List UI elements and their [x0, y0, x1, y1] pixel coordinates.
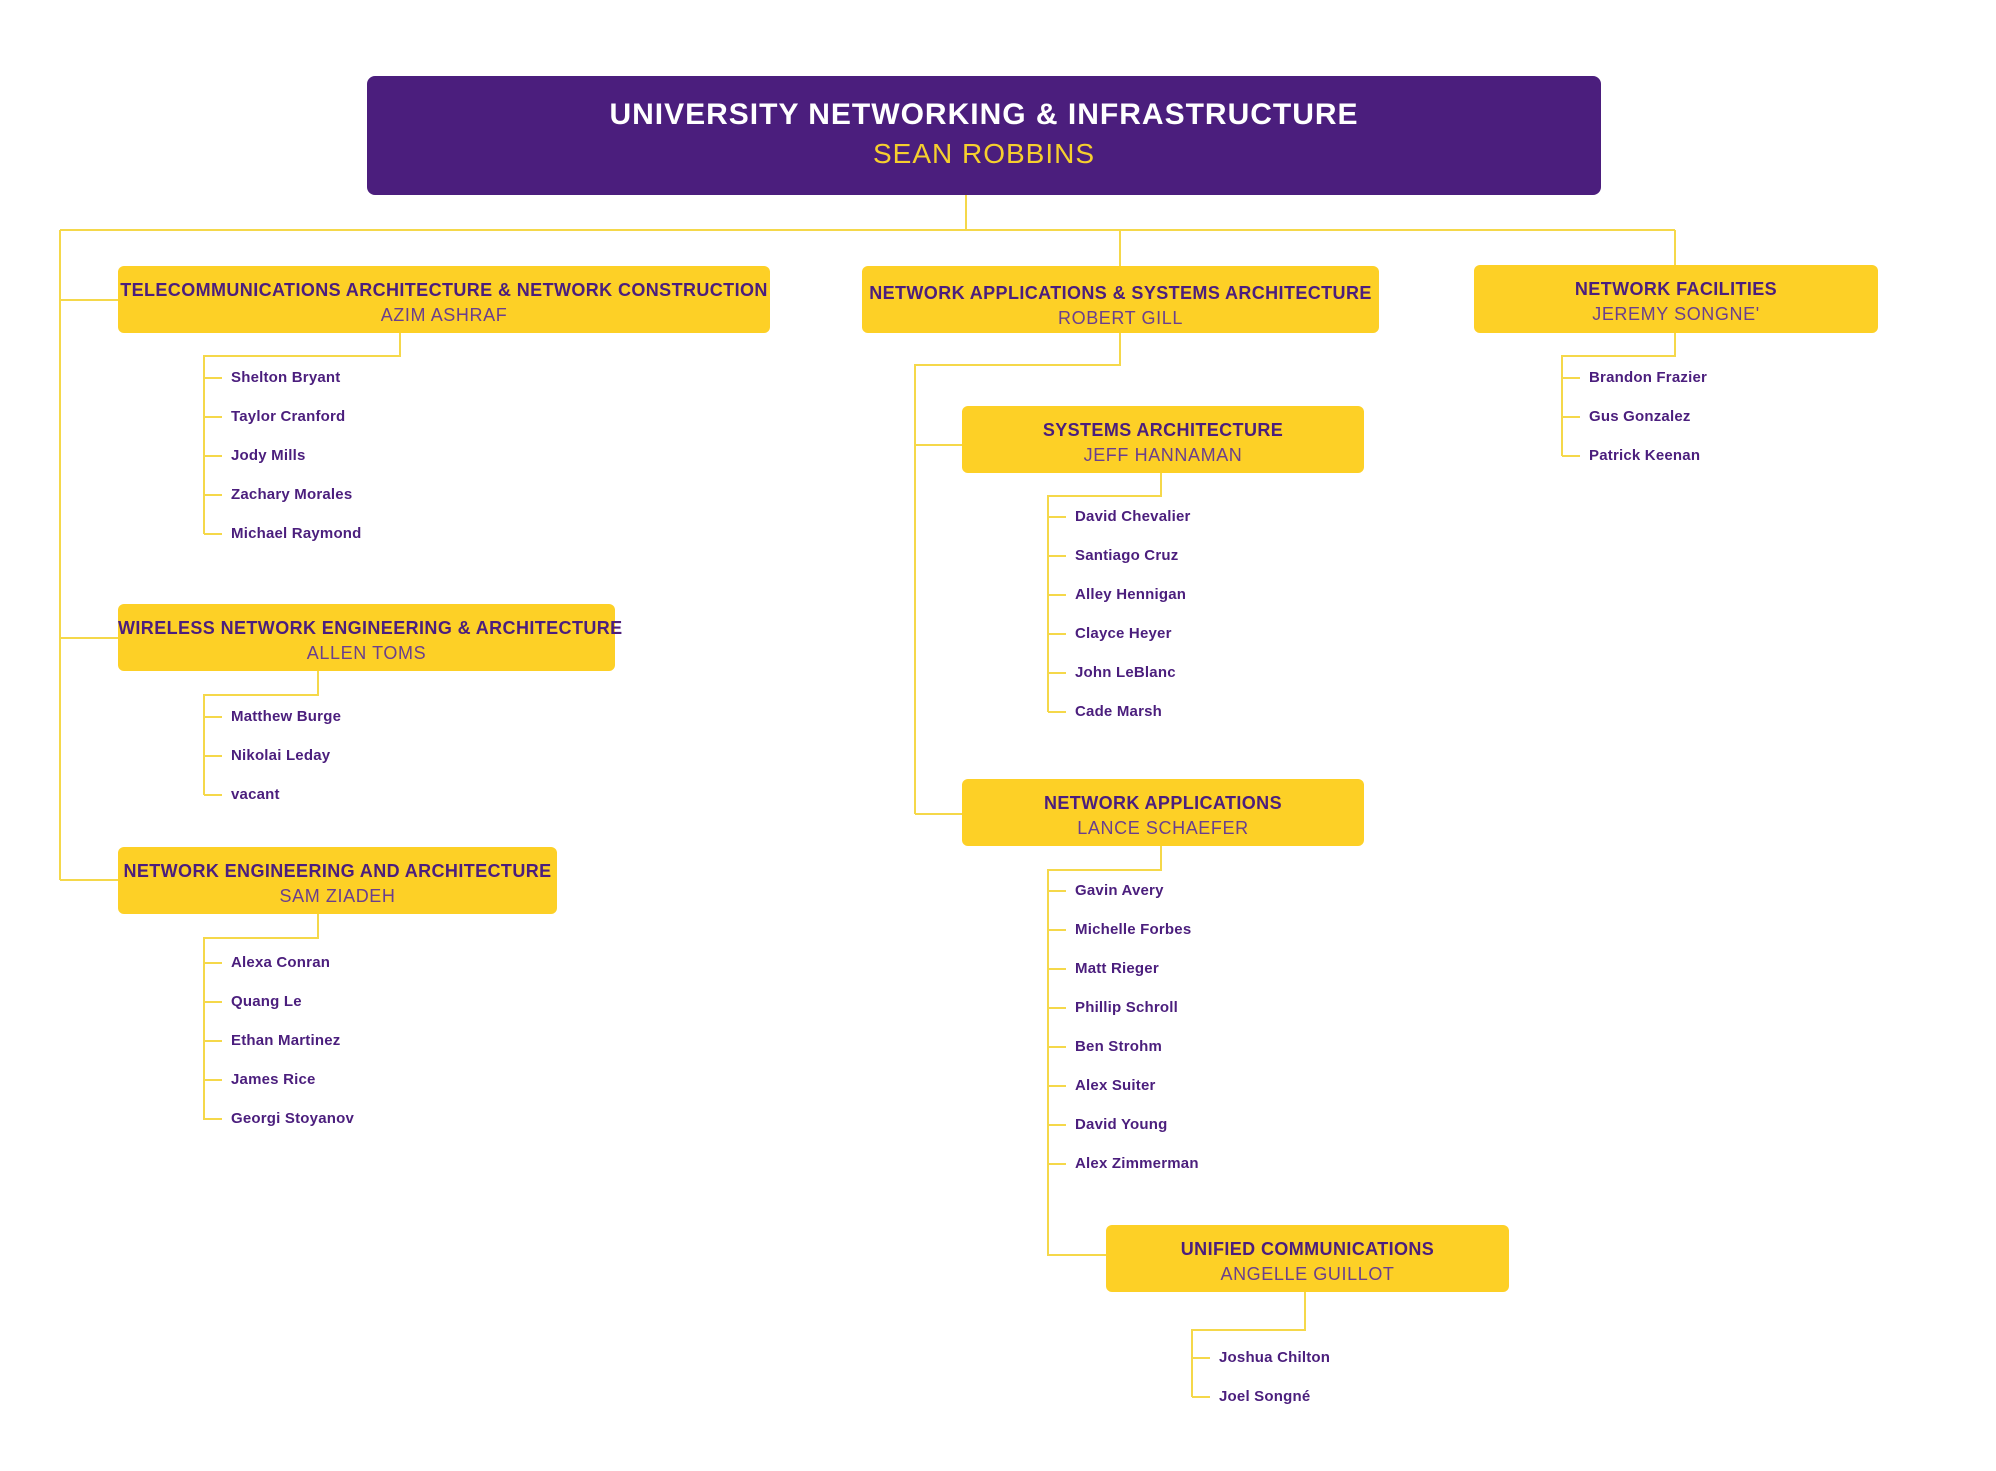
member-facilities-3: Patrick Keenan	[1589, 447, 1701, 464]
member-sysarch-6: Cade Marsh	[1075, 703, 1163, 720]
unit-telecom-title: TELECOMMUNICATIONS ARCHITECTURE & NETWOR…	[120, 280, 768, 300]
connector-telecom	[203, 333, 401, 535]
unit-unified-title: UNIFIED COMMUNICATIONS	[1180, 1239, 1435, 1259]
unit-unified-leader: ANGELLE GUILLOT	[1220, 1264, 1395, 1284]
unit-wireless-leader: ALLEN TOMS	[306, 643, 427, 663]
unit-netapps-leader: LANCE SCHAEFER	[1077, 818, 1249, 838]
member-netapps-6: Alex Suiter	[1075, 1077, 1156, 1094]
unit-sysarch-title: SYSTEMS ARCHITECTURE	[1042, 420, 1284, 440]
member-wireless-1: Matthew Burge	[231, 708, 342, 725]
unit-telecom: TELECOMMUNICATIONS ARCHITECTURE & NETWOR…	[118, 266, 770, 333]
root-unit-title: UNIVERSITY NETWORKING & INFRASTRUCTURE	[609, 98, 1359, 131]
member-telecom-5: Michael Raymond	[231, 525, 362, 542]
connector-unified	[1191, 1292, 1306, 1398]
unit-wireless-title: WIRELESS NETWORK ENGINEERING & ARCHITECT…	[118, 618, 623, 638]
unit-netapps-sys-title: NETWORK APPLICATIONS & SYSTEMS ARCHITECT…	[869, 283, 1372, 303]
member-telecom-3: Jody Mills	[231, 447, 306, 464]
unit-sysarch: SYSTEMS ARCHITECTURE JEFF HANNAMAN	[962, 406, 1364, 473]
member-telecom-4: Zachary Morales	[231, 486, 353, 503]
member-wireless-2: Nikolai Leday	[231, 747, 331, 764]
connector-left-spine	[59, 230, 118, 881]
unit-netapps-title: NETWORK APPLICATIONS	[1044, 793, 1282, 813]
member-neteng-4: James Rice	[231, 1071, 316, 1088]
member-sysarch-4: Clayce Heyer	[1075, 625, 1172, 642]
root-unit-leader: SEAN ROBBINS	[872, 138, 1096, 169]
connector-wireless	[203, 671, 319, 796]
member-facilities-2: Gus Gonzalez	[1589, 408, 1691, 425]
unit-facilities-leader: JEREMY SONGNE'	[1592, 304, 1760, 324]
member-sysarch-2: Santiago Cruz	[1075, 547, 1179, 564]
member-sysarch-3: Alley Hennigan	[1075, 586, 1187, 603]
unit-netapps: NETWORK APPLICATIONS LANCE SCHAEFER	[962, 779, 1364, 846]
connector-root	[60, 195, 1675, 231]
unit-netapps-sys-leader: ROBERT GILL	[1058, 308, 1183, 328]
unit-neteng-title: NETWORK ENGINEERING AND ARCHITECTURE	[123, 861, 552, 881]
member-netapps-4: Phillip Schroll	[1075, 999, 1179, 1016]
unit-telecom-leader: AZIM ASHRAF	[380, 305, 508, 325]
member-unified-1: Joshua Chilton	[1219, 1349, 1331, 1366]
connector-netapps	[1047, 846, 1162, 1256]
unit-unified: UNIFIED COMMUNICATIONS ANGELLE GUILLOT	[1106, 1225, 1509, 1292]
member-netapps-7: David Young	[1075, 1116, 1168, 1133]
unit-facilities-title: NETWORK FACILITIES	[1574, 279, 1778, 299]
member-telecom-2: Taylor Cranford	[231, 408, 346, 425]
unit-neteng: NETWORK ENGINEERING AND ARCHITECTURE SAM…	[118, 847, 557, 914]
member-netapps-1: Gavin Avery	[1075, 882, 1164, 899]
member-neteng-5: Georgi Stoyanov	[231, 1110, 355, 1127]
member-neteng-1: Alexa Conran	[231, 954, 331, 971]
member-facilities-1: Brandon Frazier	[1589, 369, 1708, 386]
unit-sysarch-leader: JEFF HANNAMAN	[1083, 445, 1243, 465]
unit-neteng-leader: SAM ZIADEH	[279, 886, 396, 906]
member-wireless-3: vacant	[231, 786, 280, 803]
member-neteng-3: Ethan Martinez	[231, 1032, 341, 1049]
member-netapps-2: Michelle Forbes	[1075, 921, 1192, 938]
member-telecom-1: Shelton Bryant	[231, 369, 341, 386]
root-unit-box: UNIVERSITY NETWORKING & INFRASTRUCTURE S…	[367, 76, 1601, 195]
unit-facilities: NETWORK FACILITIES JEREMY SONGNE'	[1474, 265, 1878, 333]
member-netapps-8: Alex Zimmerman	[1075, 1155, 1199, 1172]
connector-facilities	[1561, 333, 1676, 457]
unit-netapps-sys: NETWORK APPLICATIONS & SYSTEMS ARCHITECT…	[862, 266, 1379, 333]
unit-wireless: WIRELESS NETWORK ENGINEERING & ARCHITECT…	[118, 604, 623, 671]
member-unified-2: Joel Songné	[1219, 1388, 1311, 1405]
member-neteng-2: Quang Le	[231, 993, 302, 1010]
member-sysarch-5: John LeBlanc	[1075, 664, 1176, 681]
member-sysarch-1: David Chevalier	[1075, 508, 1191, 525]
connector-mid-spine	[914, 333, 1121, 815]
member-netapps-5: Ben Strohm	[1075, 1038, 1163, 1055]
member-netapps-3: Matt Rieger	[1075, 960, 1159, 977]
connector-neteng	[203, 914, 319, 1120]
connector-sysarch	[1047, 473, 1162, 713]
